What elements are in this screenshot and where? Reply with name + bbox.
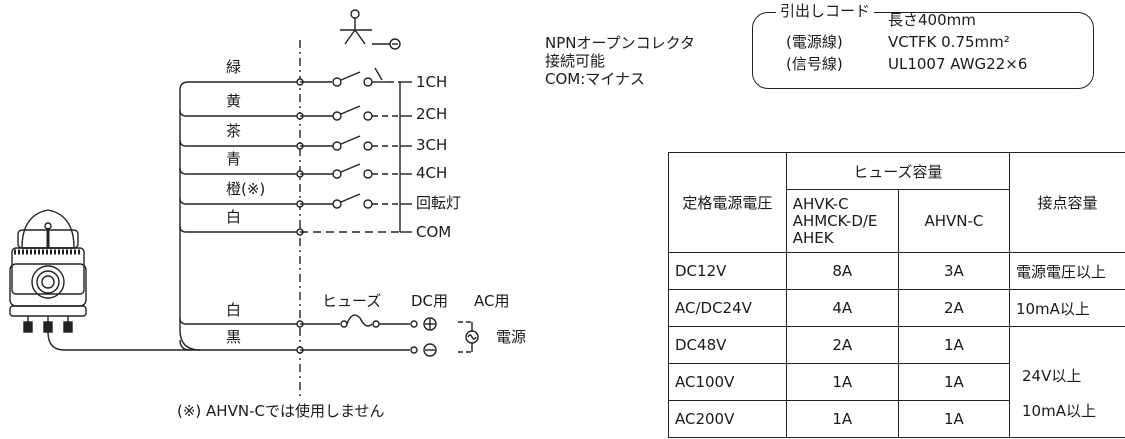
fuse-a-cell: 1A bbox=[785, 363, 899, 401]
contact-10ma-2: 10mA以上 bbox=[1022, 402, 1096, 420]
switch-circuits bbox=[300, 67, 412, 233]
dc-label: DC用 bbox=[411, 292, 449, 310]
model-ahek: AHEK bbox=[792, 228, 834, 247]
power-source-label: 電源 bbox=[496, 328, 527, 346]
fuse-a-cell: 2A bbox=[785, 326, 899, 364]
voltage-cell: AC200V bbox=[668, 400, 787, 438]
npn-transistor-symbol bbox=[340, 9, 401, 50]
wire-label-white-power: 白 bbox=[226, 301, 242, 319]
voltage-cell: AC/DC24V bbox=[668, 289, 787, 327]
fuse-a-cell: 8A bbox=[785, 252, 899, 290]
fuse-b-cell: 2A bbox=[897, 289, 1010, 327]
cord-power-value: VCTFK 0.75mm² bbox=[888, 33, 1010, 51]
contact-24v: 24V以上 bbox=[1022, 367, 1082, 385]
model-ahvk-c: AHVK-C bbox=[792, 194, 849, 213]
header-rated-voltage: 定格電源電圧 bbox=[668, 152, 787, 253]
npn-note-3: COM:マイナス bbox=[545, 70, 645, 88]
wire-label-brown: 茶 bbox=[226, 122, 242, 140]
wire-label-black: 黒 bbox=[226, 328, 242, 346]
channel-label-4: 4CH bbox=[416, 164, 448, 182]
channel-label-2: 2CH bbox=[416, 105, 448, 123]
npn-note-1: NPNオープンコレクタ bbox=[545, 34, 695, 52]
cord-signal-value: UL1007 AWG22×6 bbox=[888, 55, 1028, 73]
header-contact-capacity: 接点容量 bbox=[1008, 152, 1125, 253]
contact-cell bbox=[1008, 326, 1125, 364]
table-row: AC/DC24V 4A 2A 10mA以上 bbox=[668, 289, 1125, 327]
table-row: AC200V 1A 1A bbox=[668, 400, 1125, 438]
fuse-b-cell: 3A bbox=[897, 252, 1010, 290]
header-fuse-model-b: AHVN-C bbox=[897, 189, 1010, 253]
model-ahmck-de: AHMCK-D/E bbox=[792, 211, 878, 230]
table-row: AC100V 1A 1A bbox=[668, 363, 1125, 401]
cord-signal-label: (信号線) bbox=[786, 55, 843, 73]
cord-power-label: (電源線) bbox=[786, 33, 843, 51]
power-circuit bbox=[300, 314, 479, 357]
table-row: DC12V 8A 3A 電源電圧以上 bbox=[668, 252, 1125, 290]
wire-label-green: 緑 bbox=[226, 58, 242, 76]
channel-label-com: COM bbox=[416, 223, 452, 241]
contact-cell: 電源電圧以上 bbox=[1008, 252, 1125, 290]
wire-label-white: 白 bbox=[226, 208, 242, 226]
cord-spec-box bbox=[752, 12, 1094, 89]
fuse-label: ヒューズ bbox=[322, 292, 382, 310]
signal-lamp-device bbox=[9, 209, 87, 333]
cord-length: 長さ400mm bbox=[888, 11, 976, 29]
voltage-cell: DC48V bbox=[668, 326, 787, 364]
fuse-b-cell: 1A bbox=[897, 400, 1010, 438]
fuse-b-cell: 1A bbox=[897, 363, 1010, 401]
fuse-b-cell: 1A bbox=[897, 326, 1010, 364]
wire-label-yellow: 黄 bbox=[226, 92, 242, 110]
contact-cell: 10mA以上 bbox=[1008, 289, 1125, 327]
wire-label-blue: 青 bbox=[226, 150, 242, 168]
npn-note-2: 接続可能 bbox=[545, 52, 606, 70]
channel-label-rotating-lamp: 回転灯 bbox=[416, 194, 462, 212]
header-fuse-capacity: ヒューズ容量 bbox=[785, 152, 1010, 190]
channel-label-1: 1CH bbox=[416, 73, 448, 91]
header-fuse-models-a: AHVK-C AHMCK-D/E AHEK bbox=[785, 189, 899, 253]
spec-table: 定格電源電圧 ヒューズ容量 接点容量 AHVK-C AHMCK-D/E AHEK… bbox=[668, 152, 1125, 438]
footnote: (※) AHVN-Cでは使用しません bbox=[177, 402, 385, 420]
contact-cell bbox=[1008, 400, 1125, 438]
voltage-cell: DC12V bbox=[668, 252, 787, 290]
contact-cell bbox=[1008, 363, 1125, 401]
wire-label-orange: 橙(※) bbox=[226, 180, 266, 198]
fuse-a-cell: 1A bbox=[785, 400, 899, 438]
table-row: DC48V 2A 1A bbox=[668, 326, 1125, 364]
voltage-cell: AC100V bbox=[668, 363, 787, 401]
channel-label-3: 3CH bbox=[416, 136, 448, 154]
fuse-a-cell: 4A bbox=[785, 289, 899, 327]
ac-label: AC用 bbox=[474, 292, 510, 310]
wire-bundle bbox=[179, 81, 300, 351]
cord-box-title: 引出しコード bbox=[776, 2, 875, 20]
